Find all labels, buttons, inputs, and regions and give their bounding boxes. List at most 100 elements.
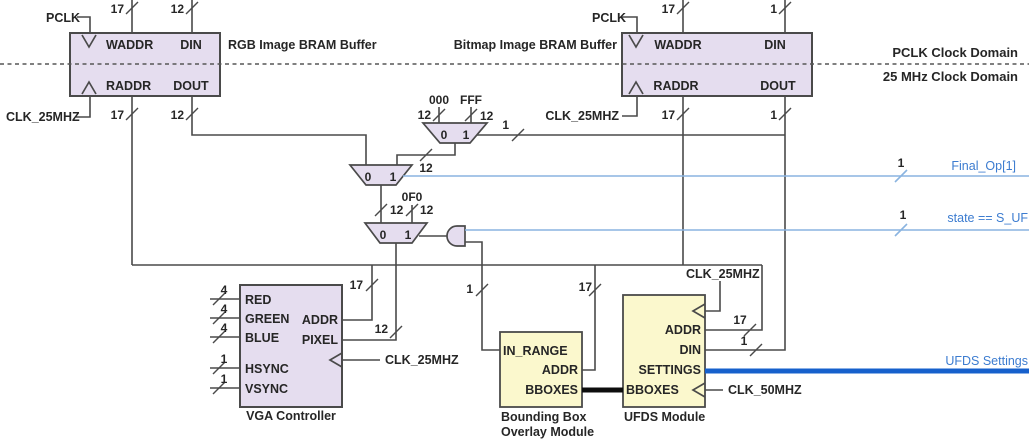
w-mux3-in1: 12 [420,203,434,217]
w-bitmap-din: 1 [770,2,777,16]
w-rgb-dout: 12 [171,108,185,122]
pclk-right-label: PCLK [592,11,626,25]
vga-red-port: RED [245,293,271,307]
wire-in-range [465,241,500,351]
vga-addr-port: ADDR [302,313,338,327]
bbox-bboxes-port: BBOXES [525,383,578,397]
tick-bitmap-din [778,1,792,15]
wire-vga-addr [342,265,373,321]
tick-rgb-din [185,1,199,15]
w-blue: 4 [221,321,228,335]
ufds-title: UFDS Module [624,410,705,424]
block-titles: RGB Image BRAM Buffer Bitmap Image BRAM … [228,38,705,439]
rgb-raddr-port: RADDR [106,79,151,93]
tick-rgb-dout [185,107,199,121]
const-0f0: 0F0 [402,190,423,204]
tick-vga-addr [365,278,379,292]
vga-controller-block [239,284,343,408]
w-state-eq: 1 [900,208,907,222]
mux-shapes [348,122,489,247]
rgb-bram-rclk-icon [81,80,97,95]
tick-mux1-in0 [432,108,446,122]
tick-final-op [894,169,908,183]
ufds-settings-port: SETTINGS [638,363,701,377]
constants: 000 FFF 0F0 0 1 0 1 0 1 [365,93,482,242]
w-ufds-din: 1 [741,334,748,348]
tick-bitmap-dout [778,107,792,121]
tick-state-eq [894,223,908,237]
tick-ufds-addr [743,323,757,337]
tick-mux1-sel [511,128,525,142]
vga-green-port: GREEN [245,312,289,326]
pclk-left-label: PCLK [46,11,80,25]
w-bbox-addr: 17 [579,280,593,294]
rgb-bram-title: RGB Image BRAM Buffer [228,38,377,52]
bbox-title-line2: Overlay Module [501,425,594,439]
w-final-op: 1 [898,156,905,170]
w-rgb-din: 12 [171,2,185,16]
w-vga-addr: 17 [350,278,364,292]
rgb-bram-wclk-icon [81,34,97,49]
rgb-waddr-port: WADDR [106,38,153,52]
port-labels: WADDR DIN RADDR DOUT WADDR DIN RADDR DOU… [106,38,796,397]
ufds-addr-port: ADDR [665,323,701,337]
w-mux1-sel: 1 [502,118,509,132]
bbox-addr-port: ADDR [542,363,578,377]
tick-mux1-in1 [464,108,478,122]
pclk-domain-label: PCLK Clock Domain [892,45,1018,60]
mux2-in0-label: 0 [365,170,372,184]
tick-hsync [212,361,226,375]
w-rgb-raddr: 17 [111,108,125,122]
ufds-bboxes-port: BBOXES [626,383,679,397]
clk25-left-label: CLK_25MHZ [6,110,80,124]
wires [76,0,1029,393]
tick-bbox-addr [588,283,602,297]
tick-mux1-out [419,148,433,162]
25mhz-domain-label: 25 MHz Clock Domain [883,69,1018,84]
vga-hsync-port: HSYNC [245,362,289,376]
bitmap-bram-title: Bitmap Image BRAM Buffer [454,38,617,52]
wire-ufds-addr [705,265,763,331]
w-rgb-waddr: 17 [111,2,125,16]
wire-pclk-right [621,16,638,33]
vga-vsync-port: VSYNC [245,382,288,396]
tick-blue [212,330,226,344]
wire-bitmap-dout-to-ufds-din [705,96,786,351]
rgb-dout-port: DOUT [173,79,209,93]
mux-highlight [363,222,429,244]
tick-mux3-in0 [374,203,388,217]
signal-annotations: Final_Op[1] state == S_UF UFDS Settings [945,159,1028,368]
tick-mux3-in1 [405,203,419,217]
final-op-label: Final_Op[1] [951,159,1016,173]
ufds-din-port: DIN [679,343,701,357]
bitmap-waddr-port: WADDR [654,38,701,52]
tick-ufds-din [749,343,763,357]
w-mux3-in0: 12 [390,203,404,217]
mux-rgb-overlay [348,164,414,186]
rgb-din-port: DIN [180,38,202,52]
w-red: 4 [221,283,228,297]
and-gate [446,225,466,247]
tick-bitmap-raddr [676,107,690,121]
wire-clk25-left [76,96,91,118]
width-ticks [125,1,908,395]
w-vsync: 1 [221,372,228,386]
bitmap-dout-port: DOUT [760,79,796,93]
vga-blue-port: BLUE [245,331,279,345]
ufds-module-block [622,294,706,408]
vga-title: VGA Controller [246,409,336,423]
w-bitmap-raddr: 17 [662,108,676,122]
bitmap-bram-wclk-icon [628,34,644,49]
tick-vsync [212,381,226,395]
w-bitmap-dout: 1 [770,108,777,122]
mux1-in0-label: 0 [441,128,448,142]
tick-pixel [389,325,403,339]
bitmap-bram-rclk-icon [628,80,644,95]
width-labels: 17 12 17 12 12 12 1 12 12 12 12 17 1 17 … [111,2,907,386]
clock-symbols [81,34,706,398]
ufds-clk50-icon [691,382,706,398]
clock-labels: PCLK CLK_25MHZ PCLK CLK_25MHZ CLK_25MHZ … [6,11,802,397]
wire-rgb-dout-to-mux [191,96,367,165]
